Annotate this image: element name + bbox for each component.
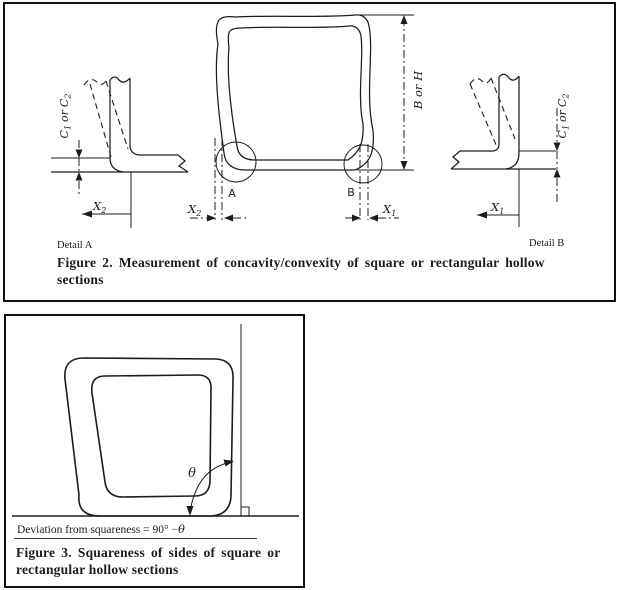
detail-b-nominal-wall-dashed-line [469, 83, 498, 148]
detail-b-nominal-wall-inner-dashed-line [490, 77, 516, 140]
x2-arrow-left [224, 214, 233, 222]
height-arrow-up [400, 15, 408, 24]
height-label: B or H [411, 70, 425, 110]
deviation-formula: Deviation from squareness = 90° −θ [17, 522, 185, 536]
detail-a-outer-corner-fillet [109, 157, 124, 173]
detail-b-wall-inner-edge [460, 77, 500, 152]
detail-b-x1-arrow-left [477, 211, 487, 219]
detail-b-drawing: C1orC2 X1 [450, 73, 571, 227]
x1-arrow-left [369, 214, 378, 222]
hollow-section-drawing: B or H A B X2 X1 [187, 14, 425, 222]
theta-angle-arc [189, 461, 233, 513]
caption-divider-rule [14, 538, 257, 539]
x1-arrow-right [352, 214, 361, 222]
detail-b-dashed-break-cap [469, 77, 492, 85]
detail-b-c-dimension-label: C1orC2 [556, 94, 571, 139]
x2-arrow-right [207, 214, 216, 222]
deviation-formula-theta: θ [177, 522, 185, 536]
tilted-section-outer-path [64, 357, 234, 517]
detail-a-x2-arrow-left [82, 210, 92, 218]
detail-a-dashed-break-cap [83, 79, 107, 86]
theta-arc-arrow-down [186, 506, 194, 516]
tilted-section-inner-path [90, 374, 212, 498]
detail-a-drawing: C1orC2 X2 [51, 76, 189, 228]
center-x1-label: X1 [382, 202, 396, 218]
detail-b-x1-label: X1 [490, 200, 504, 216]
section-inner-wall-path [227, 25, 364, 161]
detail-b-arrow-down [553, 142, 561, 151]
figure3-panel: θ Deviation from squareness = 90° −θ Fig… [4, 314, 305, 588]
detail-a-wall-inner-edge [129, 78, 178, 156]
squareness-drawing: θ [12, 324, 299, 517]
detail-a-wall-break-cap [109, 76, 131, 83]
theta-arc-arrow-right [223, 459, 234, 467]
corner-b-label: B [347, 186, 355, 199]
theta-label: θ [188, 466, 196, 481]
deviation-formula-text: Deviation from squareness = 90° − [17, 524, 178, 536]
detail-b-wall-break-cap [498, 73, 520, 81]
detail-b-arrow-up [553, 169, 561, 178]
figure2-caption-line2: sections [57, 272, 104, 287]
detail-b-wall-outer-edge [505, 76, 520, 170]
corner-a-detail-circle [215, 141, 257, 183]
detail-a-break-zigzag [177, 154, 189, 173]
center-x2-label: X2 [187, 202, 201, 218]
figure3-caption-line1: Figure 3. Squareness of sides of square … [16, 545, 281, 560]
right-angle-mark [241, 506, 250, 516]
figure3-drawing: θ [12, 324, 299, 517]
detail-a-arrow-down [75, 149, 83, 158]
corner-a-label: A [228, 187, 236, 200]
detail-b-break-zigzag [450, 150, 461, 170]
figure2-drawing: C1orC2 X2 B or H A B [51, 14, 571, 228]
detail-a-nominal-wall-inner-dashed-line [105, 80, 129, 150]
detail-a-x2-label: X2 [92, 199, 106, 215]
detail-a-arrow-up [75, 172, 83, 181]
figure3-caption-line2: rectangular hollow sections [16, 562, 179, 577]
height-arrow-down [400, 161, 408, 170]
corner-b-detail-circle [343, 144, 383, 184]
detail-a-caption: Detail A [57, 240, 93, 251]
figure2-caption: Figure 2. Measurement of concavity/conve… [57, 254, 545, 288]
figure2-caption-line1: Figure 2. Measurement of concavity/conve… [57, 255, 545, 270]
figure2-panel: C1orC2 X2 B or H A B [3, 2, 616, 302]
figure3-caption: Figure 3. Squareness of sides of square … [16, 544, 296, 578]
detail-a-c-dimension-label: C1orC2 [58, 94, 73, 139]
detail-b-caption: Detail B [529, 238, 565, 249]
detail-a-nominal-wall-dashed-line [89, 83, 112, 158]
section-outer-wall-path [215, 14, 375, 171]
